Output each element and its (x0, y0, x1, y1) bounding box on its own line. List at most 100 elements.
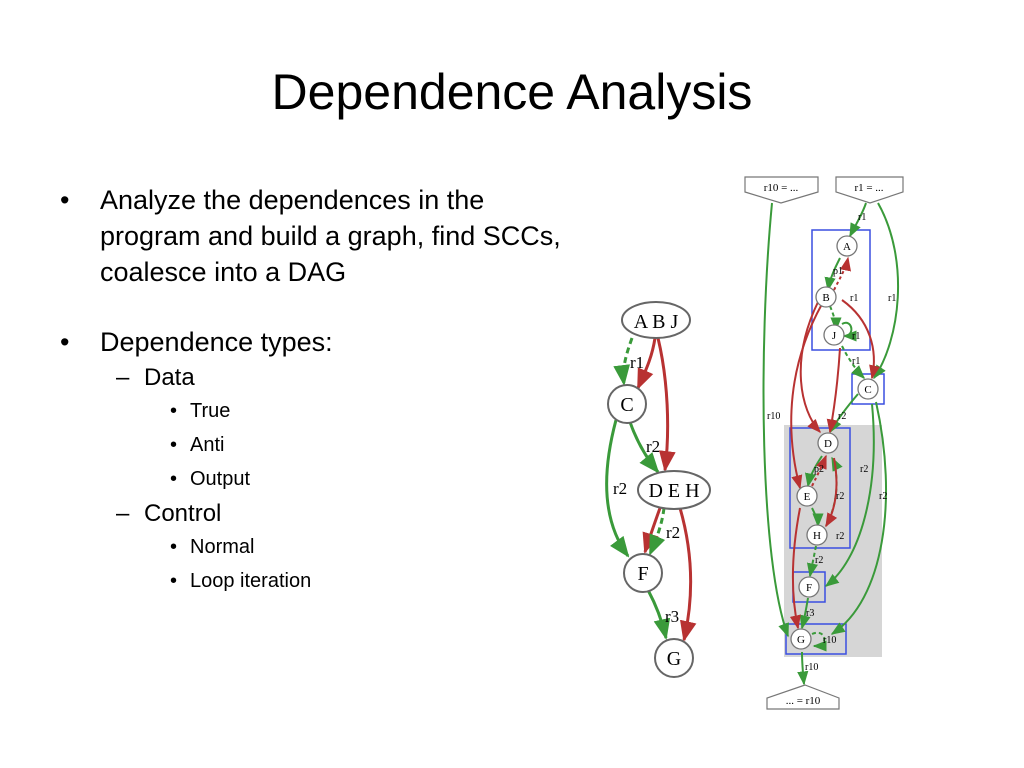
edge-d-h-anti (825, 457, 838, 528)
dag-edge-deh-f-true (648, 507, 666, 556)
sub-bullet-control: – Control (58, 498, 698, 530)
graph-label-r2-a: r2 (838, 411, 846, 422)
dag-edge-c-f (605, 419, 630, 558)
edge-f-g (799, 597, 811, 630)
bullet-marker: • (170, 570, 178, 592)
bullet-analyze: • Analyze the dependences in the program… (58, 182, 698, 290)
item-true: • True (58, 394, 698, 428)
input-r1-label: r1 = ... (854, 182, 883, 194)
node-c (857, 378, 879, 400)
graph-label-r2-d: r2 (879, 491, 887, 502)
condensed-dag: A B J C D E H F G r1 r2 r2 r2 r3 (605, 301, 711, 678)
dependence-graph: r10 = ... r1 = ... ... = r10 (744, 176, 904, 710)
node-j-label: J (832, 330, 837, 342)
edge-c-f (824, 403, 875, 587)
node-g (790, 628, 812, 650)
bullet-marker: • (170, 536, 178, 558)
dag-edge-f-g (646, 589, 671, 641)
bullet-analyze-line-2: program and build a graph, find SCCs, (100, 221, 561, 251)
bullet-list: • Analyze the dependences in the program… (58, 182, 698, 598)
bullet-marker: • (170, 434, 178, 456)
dag-label-r2-b: r2 (613, 479, 627, 498)
graph-label-r2-b: r2 (860, 464, 868, 475)
bullet-analyze-line-3: coalesce into a DAG (100, 257, 347, 287)
dag-node-g (654, 638, 694, 678)
graph-label-r10-c: r10 (805, 662, 818, 673)
edge-b-a-anti (833, 256, 852, 291)
node-d-label: D (824, 438, 832, 450)
dag-node-deh (637, 470, 711, 510)
edge-r1-a (849, 202, 867, 238)
graph-label-r3: r3 (806, 608, 814, 619)
item-normal: • Normal (58, 530, 698, 564)
bullet-dependence-types: • Dependence types: (58, 324, 698, 360)
node-f-label: F (806, 582, 812, 594)
dag-node-f-label: F (637, 563, 648, 585)
bullet-dependence-types-text: Dependence types: (100, 327, 333, 357)
graph-label-p2: p2 (814, 464, 824, 475)
edge-e-d-anti (811, 454, 827, 487)
node-d (817, 432, 839, 454)
bullet-analyze-line-1: Analyze the dependences in the (100, 185, 485, 215)
graph-label-r1-d: r1 (888, 293, 896, 304)
dag-node-abj (621, 301, 691, 339)
node-a-label: A (843, 241, 851, 253)
dag-node-deh-label: D E H (648, 480, 699, 502)
edge-e-g-anti (789, 507, 801, 630)
edge-b-e-anti (790, 303, 823, 490)
item-true-text: True (190, 400, 231, 422)
edge-b-d-anti (799, 301, 821, 434)
node-b-label: B (822, 292, 829, 304)
dag-node-c-label: C (620, 394, 633, 416)
node-f (798, 576, 820, 598)
node-a (836, 235, 858, 257)
dag-node-g-label: G (667, 648, 681, 670)
item-loop-iteration-text: Loop iteration (190, 570, 312, 592)
graph-label-p1: p1 (833, 266, 843, 277)
item-output: • Output (58, 462, 698, 496)
scc-box-g (785, 623, 847, 655)
dag-node-c (607, 384, 647, 424)
graph-label-r10-b: r10 (823, 635, 836, 646)
bullet-marker: • (170, 468, 178, 490)
edge-h-f (806, 545, 818, 578)
edge-g-self (811, 631, 827, 652)
dag-node-f (623, 553, 663, 593)
graph-label-r10-a: r10 (767, 411, 780, 422)
graph-label-r1-e: r1 (852, 356, 860, 367)
sub-bullet-data: – Data (58, 362, 698, 394)
item-output-text: Output (190, 468, 251, 490)
node-h-label: H (813, 530, 821, 542)
dag-edge-abj-c-anti (636, 337, 657, 390)
edge-j-self (841, 321, 857, 342)
node-c-label: C (864, 384, 871, 396)
graph-label-r1-b: r1 (850, 293, 858, 304)
scc-shade (784, 425, 882, 657)
output-r10-label: ... = r10 (786, 695, 821, 707)
item-anti-text: Anti (190, 434, 225, 456)
graph-label-r2-f: r2 (815, 555, 823, 566)
graph-label-r2-e: r2 (836, 531, 844, 542)
dag-edge-abj-deh-anti (656, 337, 676, 473)
dag-node-abj-label: A B J (634, 311, 679, 333)
graph-label-r1-a: r1 (858, 212, 866, 223)
scc-box-abj (811, 229, 871, 351)
dag-edge-deh-g (678, 507, 697, 643)
node-g-label: G (797, 634, 805, 646)
bullet-marker: • (60, 185, 70, 215)
node-e (796, 485, 818, 507)
edge-r10-g (762, 202, 789, 638)
item-loop-iteration: • Loop iteration (58, 564, 698, 598)
input-r10-label: r10 = ... (764, 182, 799, 194)
item-normal-text: Normal (190, 536, 255, 558)
edge-j-c (841, 345, 865, 379)
dag-edge-abj-c-true (613, 337, 634, 387)
bullet-marker: • (170, 400, 178, 422)
input-r10 (744, 176, 819, 204)
dag-edge-c-deh (628, 421, 660, 474)
dag-label-r2-a: r2 (646, 437, 660, 456)
sub-bullet-data-label: Data (144, 364, 195, 391)
slide-title: Dependence Analysis (271, 64, 753, 120)
edge-g-out (797, 651, 809, 686)
